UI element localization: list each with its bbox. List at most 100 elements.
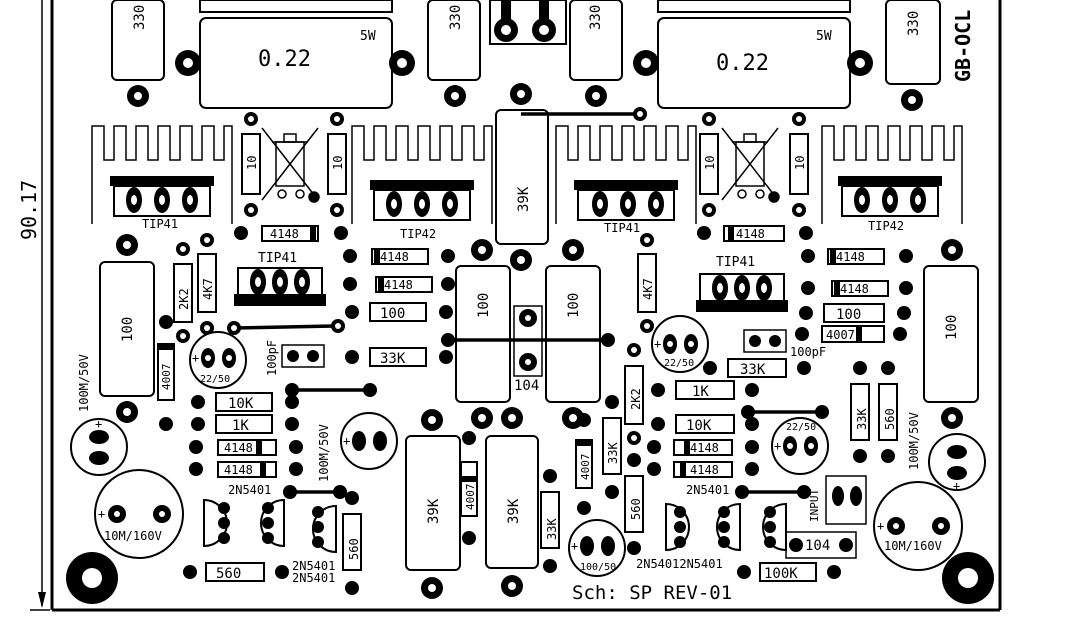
resistor-560-bottom: 560 xyxy=(183,562,289,582)
svg-text:100pF: 100pF xyxy=(790,345,826,359)
svg-text:10: 10 xyxy=(703,156,717,170)
svg-text:+: + xyxy=(774,439,781,453)
weee-bin-icon xyxy=(261,127,320,203)
diode-4007-lower: 4007 xyxy=(575,413,593,515)
svg-text:4007: 4007 xyxy=(160,364,173,391)
resistor-560-bottom-vert: 560 xyxy=(342,491,362,595)
diode-4148-5: 4148 xyxy=(801,248,913,265)
svg-text:10: 10 xyxy=(331,156,345,170)
capacitor-100m-label-left: 100M/50V xyxy=(77,354,91,412)
trace xyxy=(233,324,335,330)
resistor-2k2-left: 2K2 xyxy=(173,242,193,343)
svg-text:4007: 4007 xyxy=(464,484,477,511)
resistor-39k-lower-2: 39K xyxy=(485,407,539,597)
capacitor-100m-label-mid: 100M/50V xyxy=(317,424,331,482)
capacitor-10m-160v-right: + 10M/160V xyxy=(873,481,963,571)
resistor-33k-lower: 33K xyxy=(602,395,622,499)
mounting-hole-right xyxy=(942,552,994,604)
input-connector: INPUT xyxy=(808,475,867,525)
svg-text:560: 560 xyxy=(347,538,361,560)
diode-4148-3: 4148 xyxy=(343,248,455,265)
diode-4148-7: 4148 xyxy=(189,439,303,456)
center-connector xyxy=(489,0,567,45)
svg-text:5W: 5W xyxy=(816,29,832,44)
transistor-tip41-1: TIP41 xyxy=(110,176,214,231)
svg-text:33K: 33K xyxy=(855,408,869,430)
resistor-2k2-right: 2K2 xyxy=(624,343,644,445)
svg-text:39K: 39K xyxy=(426,498,442,524)
svg-text:4148: 4148 xyxy=(384,278,413,292)
transistor-tip42-2: TIP42 xyxy=(838,176,942,233)
resistor-330-1: 330 xyxy=(111,0,165,107)
transistor-2n5401-3 xyxy=(312,504,337,554)
diode-4007-center: 4007 xyxy=(460,431,478,545)
capacitor-100m-mid: + xyxy=(340,412,398,470)
svg-text:100pF: 100pF xyxy=(265,340,279,376)
svg-text:TIP41: TIP41 xyxy=(604,221,640,235)
svg-text:33K: 33K xyxy=(545,518,559,540)
svg-text:100: 100 xyxy=(836,307,861,323)
transistor-2n5401-6 xyxy=(762,502,787,552)
resistor-100-small-right: 100 xyxy=(799,303,911,323)
label-2n5401-right: 2N5401 xyxy=(686,483,729,497)
resistor-4k7-right: 4K7 xyxy=(637,233,657,333)
resistor-33k-bottom: 33K xyxy=(540,469,560,573)
resistor-33k-right: 33K xyxy=(703,358,811,378)
dimension-marker: 90.17 xyxy=(17,0,50,611)
svg-text:TIP41: TIP41 xyxy=(142,217,178,231)
resistor-560-vert-right: 560 xyxy=(878,361,898,463)
power-resistor-top-edge-1 xyxy=(199,0,393,13)
svg-text:1K: 1K xyxy=(232,418,249,434)
resistor-10-1: 10 xyxy=(241,112,261,217)
capacitor-104-center: 104 xyxy=(513,305,543,394)
power-resistor-022-right: 0.22 5W xyxy=(633,17,873,109)
capacitor-104-bottom: 104 xyxy=(785,531,857,559)
svg-text:4007: 4007 xyxy=(826,328,855,342)
resistor-560-lower: 560 xyxy=(624,453,644,555)
resistor-10-2: 10 xyxy=(327,112,347,217)
board-code-label: GB-OCL xyxy=(951,10,975,82)
transistor-2n5401-4 xyxy=(665,502,690,552)
svg-text:104: 104 xyxy=(805,538,830,554)
svg-text:0.22: 0.22 xyxy=(258,47,311,72)
svg-text:5W: 5W xyxy=(360,29,376,44)
svg-text:4148: 4148 xyxy=(224,441,253,455)
svg-text:560: 560 xyxy=(629,498,643,520)
label-2n5401-stack-1: 2N5401 xyxy=(292,559,335,573)
transistor-tip41-driver-1: TIP41 xyxy=(234,251,326,306)
svg-text:4148: 4148 xyxy=(840,282,869,296)
resistor-330-4: 330 xyxy=(885,0,941,111)
resistor-100-small-left: 100 xyxy=(345,302,453,322)
resistor-330-3: 330 xyxy=(569,0,623,107)
svg-text:+: + xyxy=(877,519,884,533)
transistor-2n5401-5 xyxy=(716,502,741,552)
svg-text:100: 100 xyxy=(944,315,960,340)
resistor-1k-left: 1K xyxy=(191,414,299,434)
resistor-4k7-left: 4K7 xyxy=(197,233,217,335)
diode-4148-9: 4148 xyxy=(647,439,759,456)
svg-text:10K: 10K xyxy=(686,418,712,434)
resistor-330-2: 330 xyxy=(427,0,481,107)
resistor-33k-left: 33K xyxy=(345,347,453,367)
transistor-2n5401-1 xyxy=(203,498,230,548)
svg-text:+: + xyxy=(343,434,350,448)
svg-text:10: 10 xyxy=(245,156,259,170)
svg-text:4148: 4148 xyxy=(690,441,719,455)
transistor-tip41-driver-2: TIP41 xyxy=(696,255,788,312)
capacitor-10m-160v-left: + 10M/160V xyxy=(94,469,184,559)
resistor-33k-vert-right: 33K xyxy=(850,361,870,463)
svg-text:22/50: 22/50 xyxy=(664,358,694,369)
diode-4148-6: 4148 xyxy=(801,280,913,297)
weee-bin-icon xyxy=(721,127,780,203)
resistor-100-center-1: 100 xyxy=(455,239,511,429)
svg-text:330: 330 xyxy=(132,5,148,30)
diode-4148-1: 4148 xyxy=(234,225,348,242)
svg-text:+: + xyxy=(192,351,199,365)
resistor-100-left: 100 xyxy=(99,234,155,423)
capacitor-100pf-right: 100pF xyxy=(743,329,826,359)
diode-4007-right: 4007 xyxy=(795,325,907,343)
svg-text:4148: 4148 xyxy=(836,250,865,264)
resistor-1k-right: 1K xyxy=(651,380,759,400)
dimension-label: 90.17 xyxy=(17,180,41,240)
resistor-10-4: 10 xyxy=(789,112,809,217)
